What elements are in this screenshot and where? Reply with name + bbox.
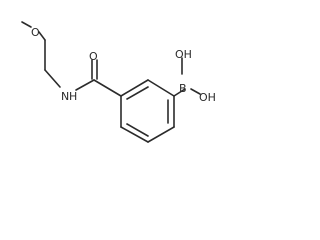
bond-ring-B <box>173 88 186 97</box>
bond-C-ring <box>93 79 122 97</box>
atom-N-amide: N <box>61 90 69 103</box>
bonds <box>21 21 201 143</box>
atom-O-methoxy: O <box>31 26 40 39</box>
atom-B: B <box>179 82 187 95</box>
atom-OH-top: OH <box>175 48 192 61</box>
bond-methyl-O <box>21 21 32 28</box>
ring-inner-3 <box>126 123 149 137</box>
bond-O-CH2 <box>38 31 46 41</box>
bond-B-OH-bottom <box>190 88 201 95</box>
atom-O-carbonyl: O <box>89 50 98 63</box>
ring-bond-4 <box>147 126 175 143</box>
ring-inner-1 <box>126 86 149 100</box>
ring-bond-5 <box>120 126 149 143</box>
structure-diagram: O O N H B OH OH <box>21 21 216 143</box>
ring-bond-1 <box>120 79 149 97</box>
atom-H-amide: H <box>69 90 77 103</box>
bond-CH2-N <box>44 69 61 88</box>
atom-labels: O O N H B OH OH <box>31 26 216 104</box>
atom-OH-bottom: OH <box>199 91 216 104</box>
bond-N-C <box>75 79 95 91</box>
ring-bond-2 <box>147 79 175 97</box>
